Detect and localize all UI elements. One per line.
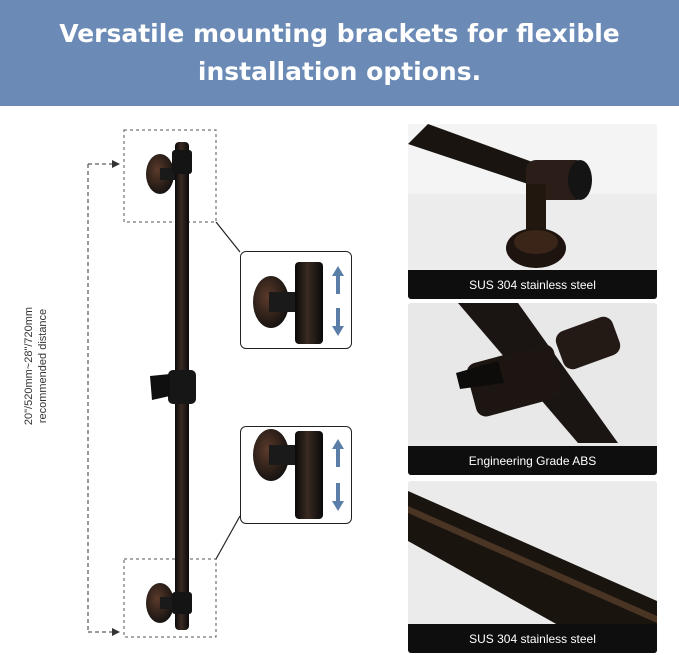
top-bracket-highlight [123,129,217,223]
photo-caption: SUS 304 stainless steel [408,270,657,299]
photo-caption: SUS 304 stainless steel [408,624,657,653]
photo-slide-bar: SUS 304 stainless steel [408,481,657,653]
arrow-down-icon [332,501,344,511]
arrow-up-icon [332,439,344,449]
dimension-label: 20"/520mm~28"/720mm recommended distance [22,246,50,486]
arrow-up-icon [332,266,344,276]
photo-wall-bracket: SUS 304 stainless steel [408,124,657,299]
arrow-down-icon [332,326,344,336]
dimension-label-range: 20"/520mm~28"/720mm [23,306,35,426]
slide-bar-diagram: 20"/520mm~28"/720mm recommended distance [0,106,400,655]
dimension-label-note: recommended distance [37,308,49,424]
slide-bar-illustration [87,129,241,638]
shower-head-holder [168,370,196,404]
bottom-bracket-zoom [240,426,352,524]
header-banner: Versatile mounting brackets for flexible… [0,0,679,106]
photo-shower-holder: Engineering Grade ABS [408,303,657,475]
top-bracket-zoom [240,251,352,349]
photo-caption: Engineering Grade ABS [408,446,657,475]
bottom-bracket-highlight [123,558,217,638]
banner-title: Versatile mounting brackets for flexible… [59,19,620,86]
